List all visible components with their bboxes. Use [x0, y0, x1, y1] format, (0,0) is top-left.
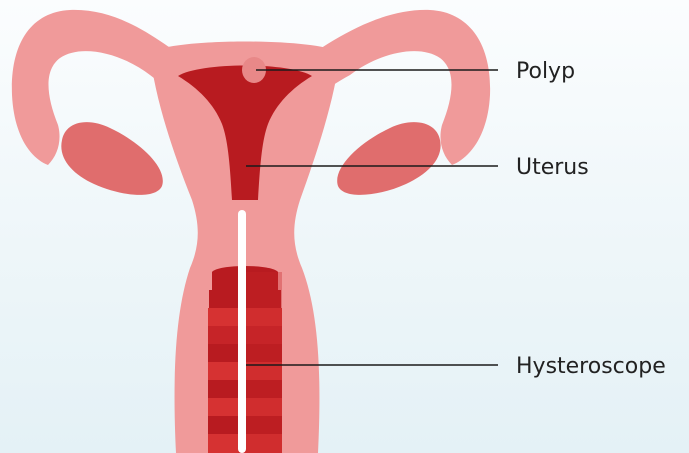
hysteroscope-label: Hysteroscope — [516, 354, 666, 379]
hysteroscope — [238, 210, 246, 453]
left-ovary — [61, 122, 162, 195]
polyp-label: Polyp — [516, 59, 575, 84]
uterus-label: Uterus — [516, 155, 589, 180]
right-ovary — [337, 122, 440, 195]
